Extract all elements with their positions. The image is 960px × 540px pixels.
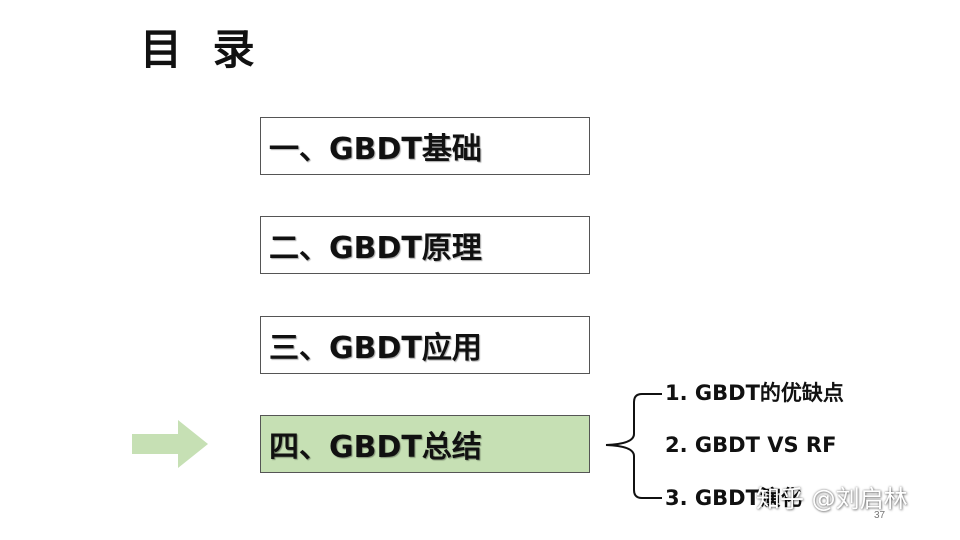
toc-section-label: 二、GBDT原理 xyxy=(269,231,482,266)
brace-icon xyxy=(605,393,662,499)
subsection-item: 1. GBDT的优缺点 xyxy=(665,381,844,405)
toc-section-summary: 四、GBDT总结 xyxy=(260,415,590,473)
subsection-item: 3. GBDT演化 xyxy=(665,486,802,510)
toc-section-label: 一、GBDT基础 xyxy=(269,132,482,167)
slide-title: 目 录 xyxy=(140,25,263,74)
current-section-arrow-icon xyxy=(132,420,208,468)
toc-section-basics: 一、GBDT基础 xyxy=(260,117,590,175)
toc-section-label: 四、GBDT总结 xyxy=(269,430,482,465)
toc-section-label: 三、GBDT应用 xyxy=(269,331,482,366)
watermark: 知乎 @刘启林 xyxy=(756,485,908,513)
page-number: 37 xyxy=(874,510,886,521)
toc-section-principles: 二、GBDT原理 xyxy=(260,216,590,274)
subsection-item: 2. GBDT VS RF xyxy=(665,433,837,457)
toc-section-applications: 三、GBDT应用 xyxy=(260,316,590,374)
